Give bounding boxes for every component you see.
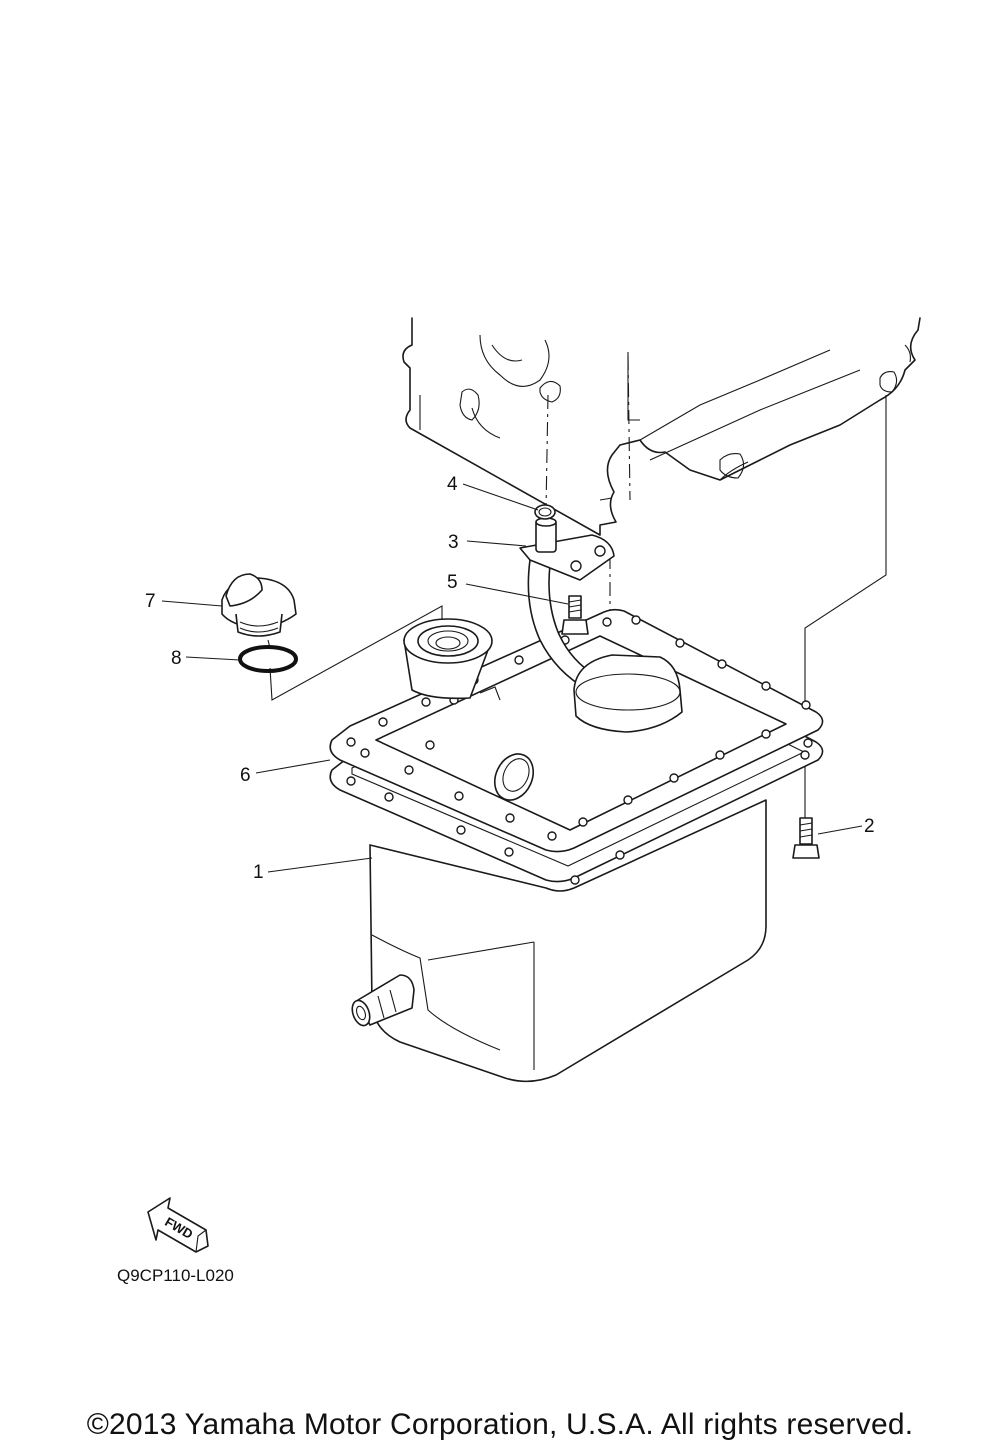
copyright-notice: ©2013 Yamaha Motor Corporation, U.S.A. A… — [86, 1408, 914, 1441]
diagram-code: Q9CP110-L020 — [117, 1266, 234, 1285]
callout-6: 6 — [240, 765, 251, 786]
oil-pan-body — [351, 799, 767, 1083]
callout-5: 5 — [447, 572, 458, 593]
filler-neck — [403, 618, 493, 700]
callout-3: 3 — [448, 532, 459, 553]
callout-labels: 1 2 3 4 5 6 7 8 — [145, 474, 875, 883]
oil-pan-gasket — [329, 608, 824, 853]
callout-8: 8 — [171, 648, 182, 669]
filler-cap-o-ring — [238, 645, 298, 673]
o-ring-small — [534, 504, 556, 520]
callout-7: 7 — [145, 591, 156, 612]
oil-pan-bolt — [792, 817, 820, 859]
callout-1: 1 — [253, 862, 264, 883]
inner-fitting — [479, 686, 535, 801]
callout-4: 4 — [447, 474, 458, 495]
forward-arrow-icon: FWD — [147, 1197, 209, 1253]
callout-leaders — [161, 483, 863, 873]
oil-filler-cap — [221, 573, 297, 637]
callout-2: 2 — [864, 816, 875, 837]
engine-block — [402, 317, 921, 536]
oil-strainer-pipe — [519, 517, 683, 733]
strainer-bolt — [561, 595, 589, 635]
